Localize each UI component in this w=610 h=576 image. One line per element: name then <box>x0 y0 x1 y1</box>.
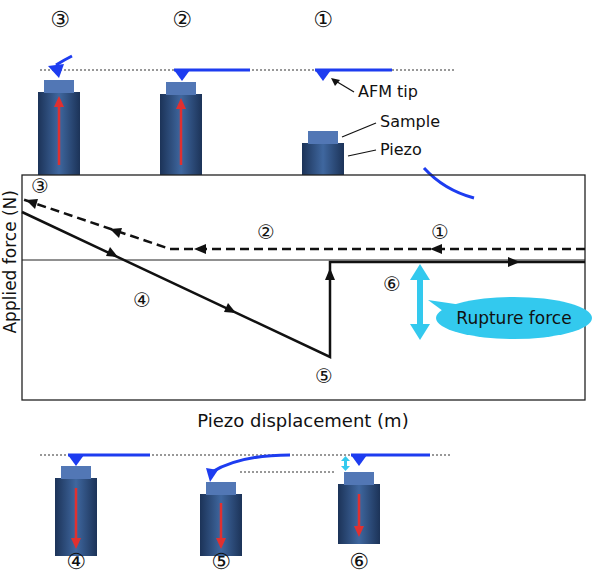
callout-number: ④ <box>133 289 151 312</box>
piezo-stack <box>55 455 150 556</box>
leader-arrowhead <box>331 78 340 86</box>
callout-number: ① <box>431 221 449 244</box>
callout-number: ⑤ <box>315 365 333 388</box>
callout-number: ⑥ <box>349 549 369 574</box>
piezo-stack <box>200 455 290 556</box>
reference-line <box>40 69 455 70</box>
reference-line <box>40 454 450 455</box>
callout-number: ③ <box>50 7 70 32</box>
bent-cantilever <box>424 168 474 198</box>
callout-number: ③ <box>31 175 49 198</box>
piezo-stack <box>38 56 80 175</box>
plot-frame <box>22 175 585 400</box>
callout-number: ⑥ <box>383 273 401 296</box>
approach-curve <box>22 199 585 249</box>
piezo-stack <box>160 70 250 175</box>
callout-number: ② <box>172 7 192 32</box>
callout-number: ④ <box>66 549 86 574</box>
part-name: Piezo <box>380 141 422 159</box>
callout-number: ⑤ <box>211 549 231 574</box>
callout-bubble: Rupture force <box>436 297 592 339</box>
axis-label: Applied force (N) <box>1 190 21 334</box>
callout-text: Rupture force <box>456 308 571 328</box>
gap-arrow <box>341 456 350 471</box>
callout-number: ② <box>257 221 275 244</box>
piezo-stack <box>338 455 430 544</box>
part-name: AFM tip <box>358 83 418 101</box>
rupture-arrow <box>410 264 430 340</box>
part-name: Sample <box>380 113 440 131</box>
axis-label: Piezo displacement (m) <box>197 411 408 432</box>
zero-line <box>22 260 585 261</box>
curve-arrowhead <box>26 199 442 254</box>
callout-number: ① <box>313 7 333 32</box>
reference-line <box>240 471 335 472</box>
